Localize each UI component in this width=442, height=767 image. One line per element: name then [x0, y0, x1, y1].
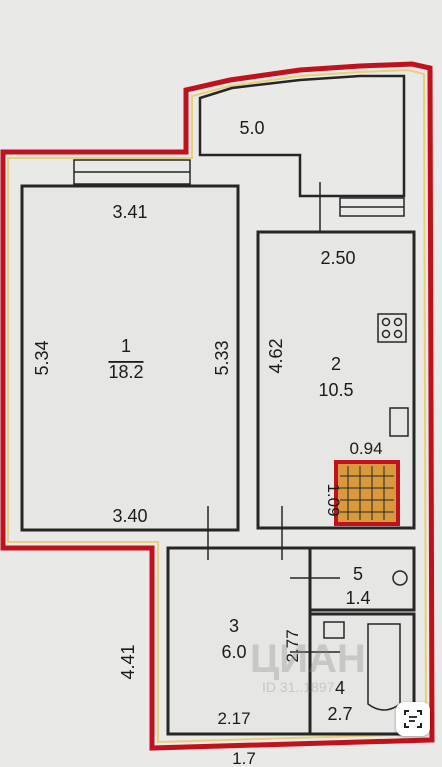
dim-kitchen-top: 2.50 [320, 248, 355, 268]
room2-number: 2 [331, 354, 341, 374]
room5-area: 1.4 [345, 588, 370, 608]
room5-number: 5 [353, 564, 363, 584]
balcony [198, 74, 406, 198]
dim-hall-right: 2.77 [283, 629, 302, 662]
scan-text-icon [404, 710, 422, 728]
watermark-logo: ЦИАН [250, 637, 366, 681]
apartment-outline [0, 61, 435, 751]
dim-bottom-extra: 1.7 [232, 749, 256, 767]
dim-hall-bottom: 2.17 [217, 709, 250, 728]
stove-icon [377, 313, 407, 343]
dim-room1-bottom: 3.40 [112, 506, 147, 526]
room-3 [166, 546, 312, 736]
room4-number: 4 [335, 678, 345, 698]
washbasin-icon [323, 621, 345, 639]
dim-hall-left: 4.41 [118, 644, 138, 679]
sink-icon [389, 407, 409, 437]
room4-area: 2.7 [327, 704, 352, 724]
dim-room1-right: 5.33 [212, 340, 232, 375]
room1-number: 1 [121, 336, 131, 356]
dim-room1-top: 3.41 [112, 202, 147, 222]
toilet-icon [392, 570, 408, 586]
scan-text-button[interactable] [396, 702, 430, 736]
room2-area: 10.5 [318, 380, 353, 400]
room1-area: 18.2 [108, 362, 143, 382]
dim-vent-height: 1.09 [324, 483, 343, 516]
room3-number: 3 [229, 616, 239, 636]
vent-shaft [334, 460, 400, 526]
balcony-area: 5.0 [239, 118, 264, 138]
watermark-id: ID 31..1897 [262, 679, 335, 695]
room-1 [20, 184, 240, 532]
dim-room1-left: 5.34 [32, 340, 52, 375]
dim-kitchen-left: 4.62 [266, 338, 286, 373]
room3-area: 6.0 [221, 642, 246, 662]
door-marks [207, 506, 340, 653]
wall-highlight [7, 68, 428, 744]
room-5 [308, 546, 416, 612]
dim-vent-width: 0.94 [349, 439, 382, 458]
